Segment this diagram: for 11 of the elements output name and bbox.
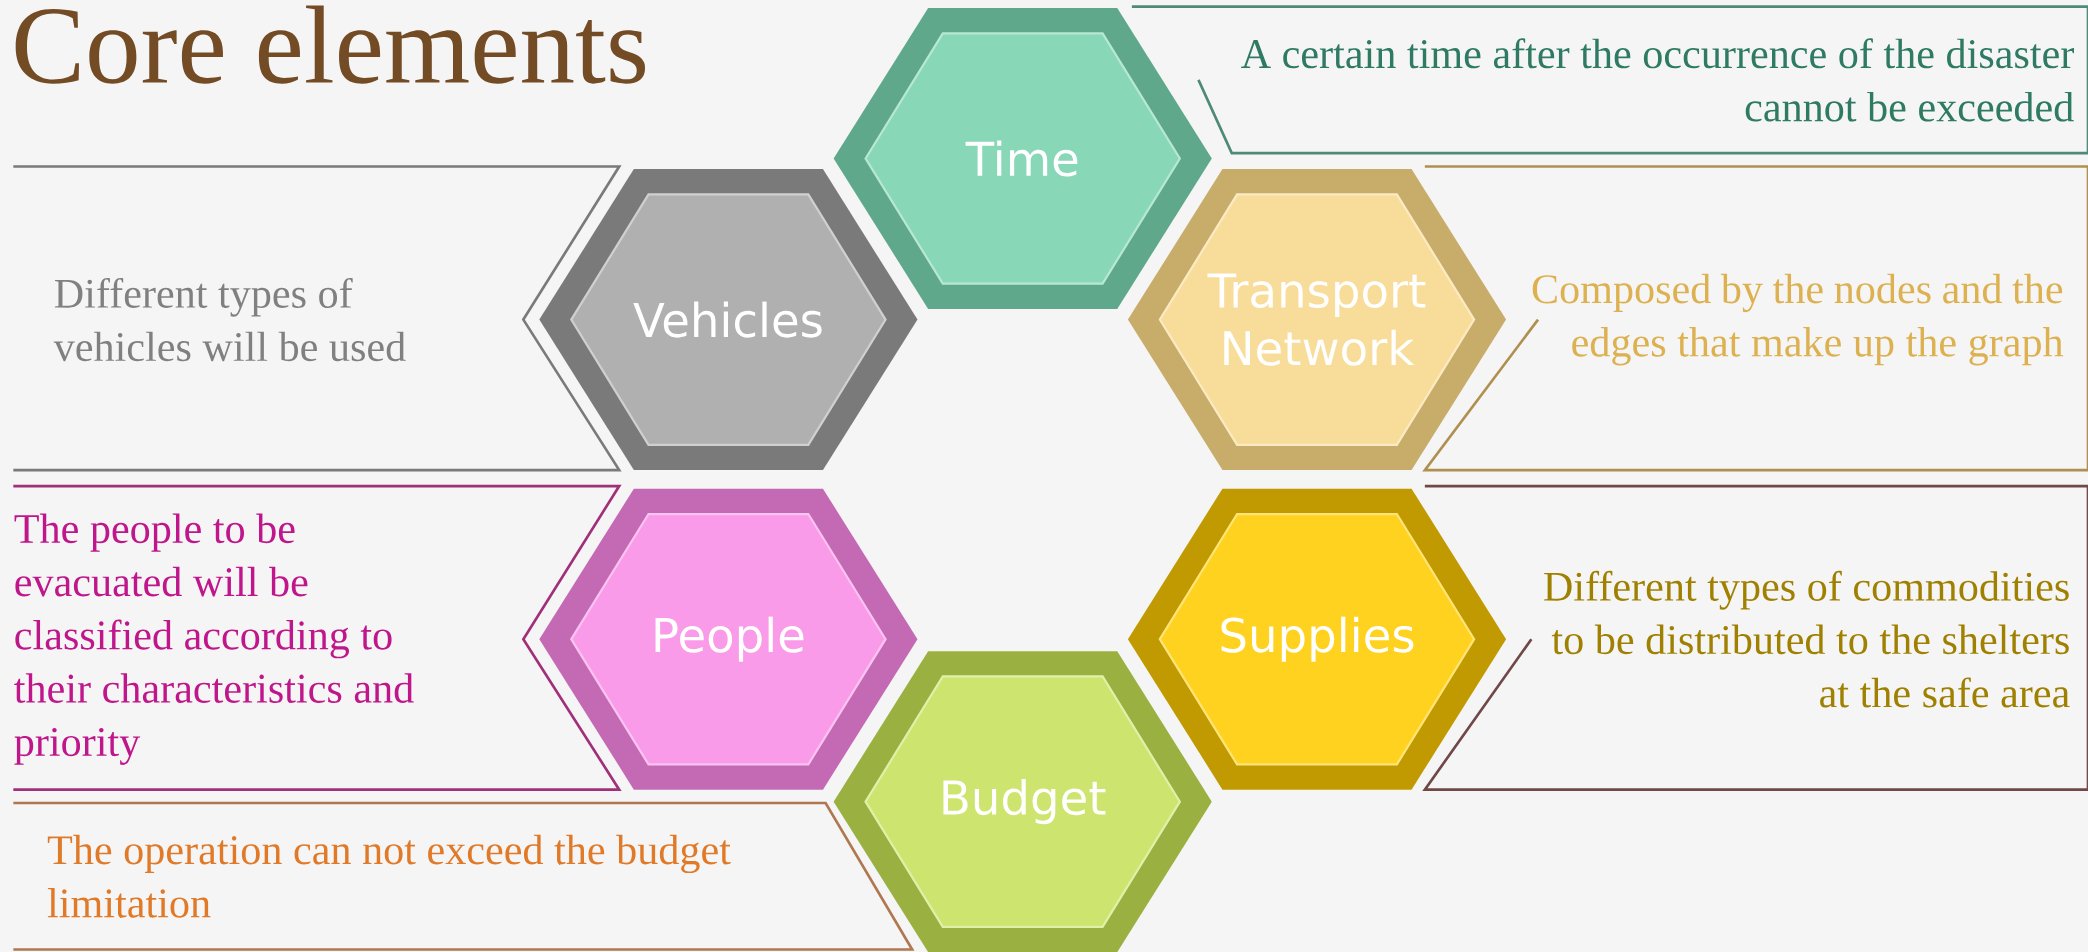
hexagon: Vehicles: [539, 169, 918, 471]
hexagon: People: [539, 488, 918, 790]
callout-box: The people to be evacuated will be classified according to their characteristics and priority: [13, 484, 622, 791]
callout-box: Different types of vehicles will be used: [13, 165, 622, 472]
title: Core elements: [15, 5, 646, 84]
callout-box: Different types of commodities to be distributed to the shelters at the safe area: [1422, 484, 2088, 791]
hexagon: Supplies: [1127, 488, 1507, 790]
callout-box: The operation can not exceed the budget limitation: [13, 801, 915, 951]
hexagon: Budget: [833, 651, 1212, 952]
hexagon: Transport Network: [1127, 169, 1507, 471]
callout-box: A certain time after the occurrence of the disaster cannot be exceeded: [1131, 5, 2088, 155]
